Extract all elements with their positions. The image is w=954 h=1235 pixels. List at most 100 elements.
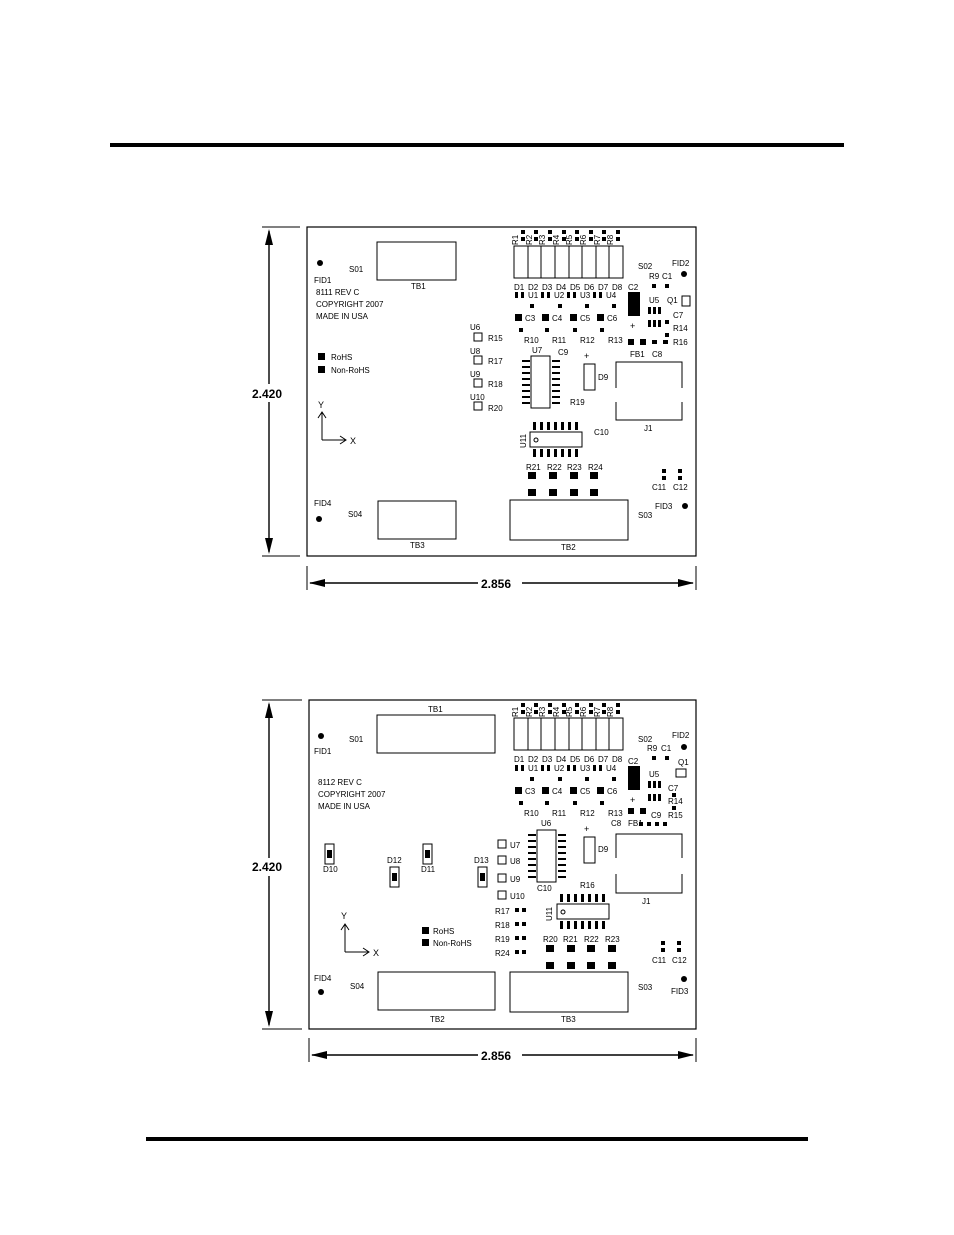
rohs-swatch [318, 353, 325, 360]
s04-label: S04 [348, 510, 363, 519]
diode-label: D1 [514, 755, 525, 764]
r15-label: R15 [668, 811, 683, 820]
pin1-marker [533, 437, 539, 443]
tb2-label: TB2 [561, 543, 576, 552]
r14-label: R14 [668, 797, 683, 806]
u7-label: U7 [510, 841, 521, 850]
diode-label: D5 [570, 755, 581, 764]
d9-label: D9 [598, 845, 609, 854]
c11-label: C11 [652, 956, 667, 965]
res-label: R24 [588, 463, 603, 472]
transistor-q1 [675, 768, 687, 778]
resistor-label: R7 [593, 706, 602, 717]
ic-label: U1 [528, 764, 539, 773]
u6-label: U6 [470, 323, 481, 332]
fiducial-marker [681, 271, 687, 277]
c9-label: C9 [558, 348, 569, 357]
cap-label: C3 [525, 314, 536, 323]
ic-u7 [530, 355, 551, 409]
u5-pads [648, 284, 669, 327]
polarity-mark: + [630, 795, 635, 805]
diode-label: D2 [528, 283, 539, 292]
resistor-label: R6 [579, 706, 588, 717]
legend-rohs: RoHS [433, 927, 454, 936]
bottom-res-pads [528, 472, 598, 496]
right-pads [628, 793, 676, 826]
c9-label: C9 [651, 811, 662, 820]
board-info-line: 8111 REV C [316, 288, 360, 297]
tb2-label: TB2 [430, 1015, 445, 1024]
s02-label: S02 [638, 735, 653, 744]
fid1-label: FID1 [314, 747, 332, 756]
capacitor-c2 [628, 766, 640, 790]
resistor-label: R8 [606, 706, 615, 717]
width-value: 2.856 [481, 577, 511, 591]
right-pads [628, 320, 669, 345]
s03-label: S03 [638, 983, 653, 992]
s01-label: S01 [349, 265, 364, 274]
u5-label: U5 [649, 770, 660, 779]
c1-label: C1 [662, 272, 673, 281]
u5-pads [648, 756, 669, 801]
capacitor-c2 [628, 292, 640, 316]
u11-pins [560, 894, 605, 929]
board-info-line: COPYRIGHT 2007 [318, 790, 386, 799]
diode-label: D13 [474, 856, 489, 865]
tb3-label: TB3 [410, 541, 425, 550]
c2-label: C2 [628, 283, 639, 292]
fiducial-marker [681, 976, 687, 982]
cap-pads-row [515, 777, 616, 794]
diode-label: D11 [421, 865, 436, 874]
diode-label: D4 [556, 283, 567, 292]
s04-label: S04 [350, 982, 365, 991]
rohs-swatch [422, 927, 429, 934]
x-axis-label: X [350, 436, 356, 446]
board-8111-drawing: 2.420 2.856 FID1 FID2 FID3 FID4 8111 REV… [252, 226, 697, 591]
resistor-label: R7 [593, 234, 602, 245]
board-8112-drawing: 2.420 2.856 FID1 FID2 FID3 FID4 8112 REV… [252, 699, 697, 1063]
fb1-label: FB1 [628, 819, 643, 828]
ic-label: U2 [554, 764, 565, 773]
resistor-label: R2 [525, 234, 534, 245]
diode-label: D8 [612, 755, 623, 764]
polarity-mark: + [584, 351, 589, 361]
diode-label: D10 [323, 865, 338, 874]
c12-label: C12 [672, 956, 687, 965]
j1-label: J1 [644, 424, 653, 433]
diode-label: D6 [584, 755, 595, 764]
diode-label: D4 [556, 755, 567, 764]
polarity-mark: + [630, 321, 635, 331]
resistor-label: R4 [552, 234, 561, 245]
r9-label: R9 [649, 272, 660, 281]
ic-label: U1 [528, 291, 539, 300]
resistor-label: R5 [565, 234, 574, 245]
res-label: R11 [552, 336, 567, 345]
u11-pins [533, 422, 578, 457]
board-info-line: MADE IN USA [316, 312, 369, 321]
xy-axis: Y X [340, 911, 379, 958]
ic-label: U2 [554, 291, 565, 300]
fid2-label: FID2 [672, 259, 690, 268]
xy-axis: Y X [317, 400, 356, 446]
resistor-pads [521, 230, 620, 241]
polarity-mark: + [584, 824, 589, 834]
j1-label: J1 [642, 897, 651, 906]
fid3-label: FID3 [671, 987, 689, 996]
u5-label: U5 [649, 296, 660, 305]
terminal-block-tb2 [377, 971, 496, 1011]
board-outline [308, 699, 697, 1030]
resistor-pads [521, 703, 620, 714]
u9-label: U9 [470, 370, 481, 379]
resistor-label: R6 [579, 234, 588, 245]
resistor-array [513, 245, 624, 279]
res-label: R11 [552, 809, 567, 818]
ic-label: U3 [580, 764, 591, 773]
u6-label: U6 [541, 819, 552, 828]
r17-label: R17 [488, 357, 503, 366]
non-rohs-swatch [318, 366, 325, 373]
res-label: R10 [524, 336, 539, 345]
terminal-block-tb1 [376, 241, 457, 281]
width-value: 2.856 [481, 1049, 511, 1063]
legend-non-rohs: Non-RoHS [331, 366, 370, 375]
left-diode-pads [327, 850, 485, 881]
